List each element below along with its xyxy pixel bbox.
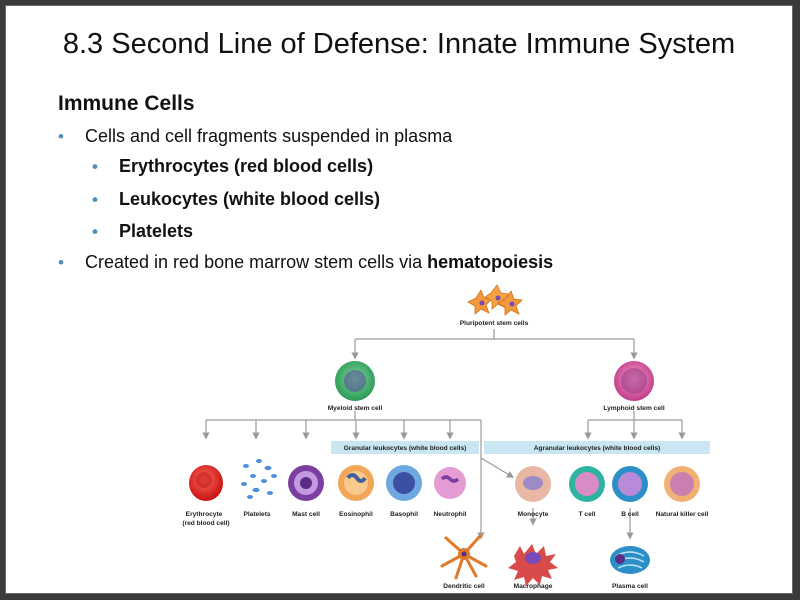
sub-bullet-item: • Platelets [92,221,194,242]
bullet-dot-icon: • [58,253,64,272]
bullet-dot-icon: • [92,190,98,209]
pluripotent-stem-cells-icon [467,284,523,316]
neutrophil-icon [434,467,466,499]
agranular-band [484,441,710,454]
basophil-icon [386,465,422,501]
sub-bullet-item: • Erythrocytes (red blood cells) [92,156,374,177]
myeloid-label: Myeloid stem cell [328,405,383,412]
eosinophil-label: Eosinophil [339,511,373,518]
erythrocyte-sublabel: (red blood cell) [182,520,229,527]
bullet-dot-icon: • [92,222,98,241]
plasma-cell-label: Plasma cell [612,583,648,590]
lymphoid-label: Lymphoid stem cell [603,405,664,412]
slide: 8.3 Second Line of Defense: Innate Immun… [5,5,793,594]
monocyte-icon [515,466,551,502]
plasma-cell-icon [610,546,650,574]
sub-bullet-text: Platelets [119,221,194,241]
bullet-dot-icon: • [92,157,98,176]
mast-cell-icon [288,465,324,501]
agranular-band-label: Agranular leukocytes (white blood cells) [534,445,660,452]
erythrocyte-label: Erythrocyte [186,511,223,518]
mast-cell-label: Mast cell [292,511,320,518]
bullet-item: • Created in red bone marrow stem cells … [58,252,554,273]
bullet-text: Cells and cell fragments suspended in pl… [85,126,453,146]
dendritic-cell-label: Dendritic cell [443,583,485,590]
pluripotent-label: Pluripotent stem cells [460,320,529,327]
nk-cell-label: Natural killer cell [656,511,709,518]
dendritic-cell-icon [440,534,488,580]
erythrocyte-icon [189,465,223,501]
t-cell-icon [569,466,605,502]
platelets-icon [241,459,277,499]
platelets-label: Platelets [243,511,270,518]
sub-bullet-item: • Leukocytes (white blood cells) [92,189,381,210]
bullet-dot-icon: • [58,127,64,146]
basophil-label: Basophil [390,511,418,518]
sub-bullet-text: Erythrocytes (red blood cells) [119,156,374,176]
macrophage-label: Macrophage [514,583,553,590]
section-heading: Immune Cells [58,92,195,115]
b-cell-label: B cell [621,511,639,518]
b-cell-icon [612,466,648,502]
bullet-item: • Cells and cell fragments suspended in … [58,126,453,147]
connector-lines [202,329,686,540]
hematopoiesis-diagram: Pluripotent stem cells [182,284,710,590]
monocyte-label: Monocyte [518,511,549,518]
granular-band-label: Granular leukocytes (white blood cells) [344,445,467,452]
neutrophil-label: Neutrophil [434,511,467,518]
bullet-text-prefix: Created in red bone marrow stem cells vi… [85,252,428,272]
nk-cell-icon [664,466,700,502]
granular-band [331,441,479,454]
eosinophil-icon [338,465,374,501]
sub-bullet-text: Leukocytes (white blood cells) [119,189,381,209]
slide-title: 8.3 Second Line of Defense: Innate Immun… [62,28,736,60]
t-cell-label: T cell [579,511,596,518]
macrophage-icon [508,544,558,586]
bullet-text-bold: hematopoiesis [427,252,554,272]
